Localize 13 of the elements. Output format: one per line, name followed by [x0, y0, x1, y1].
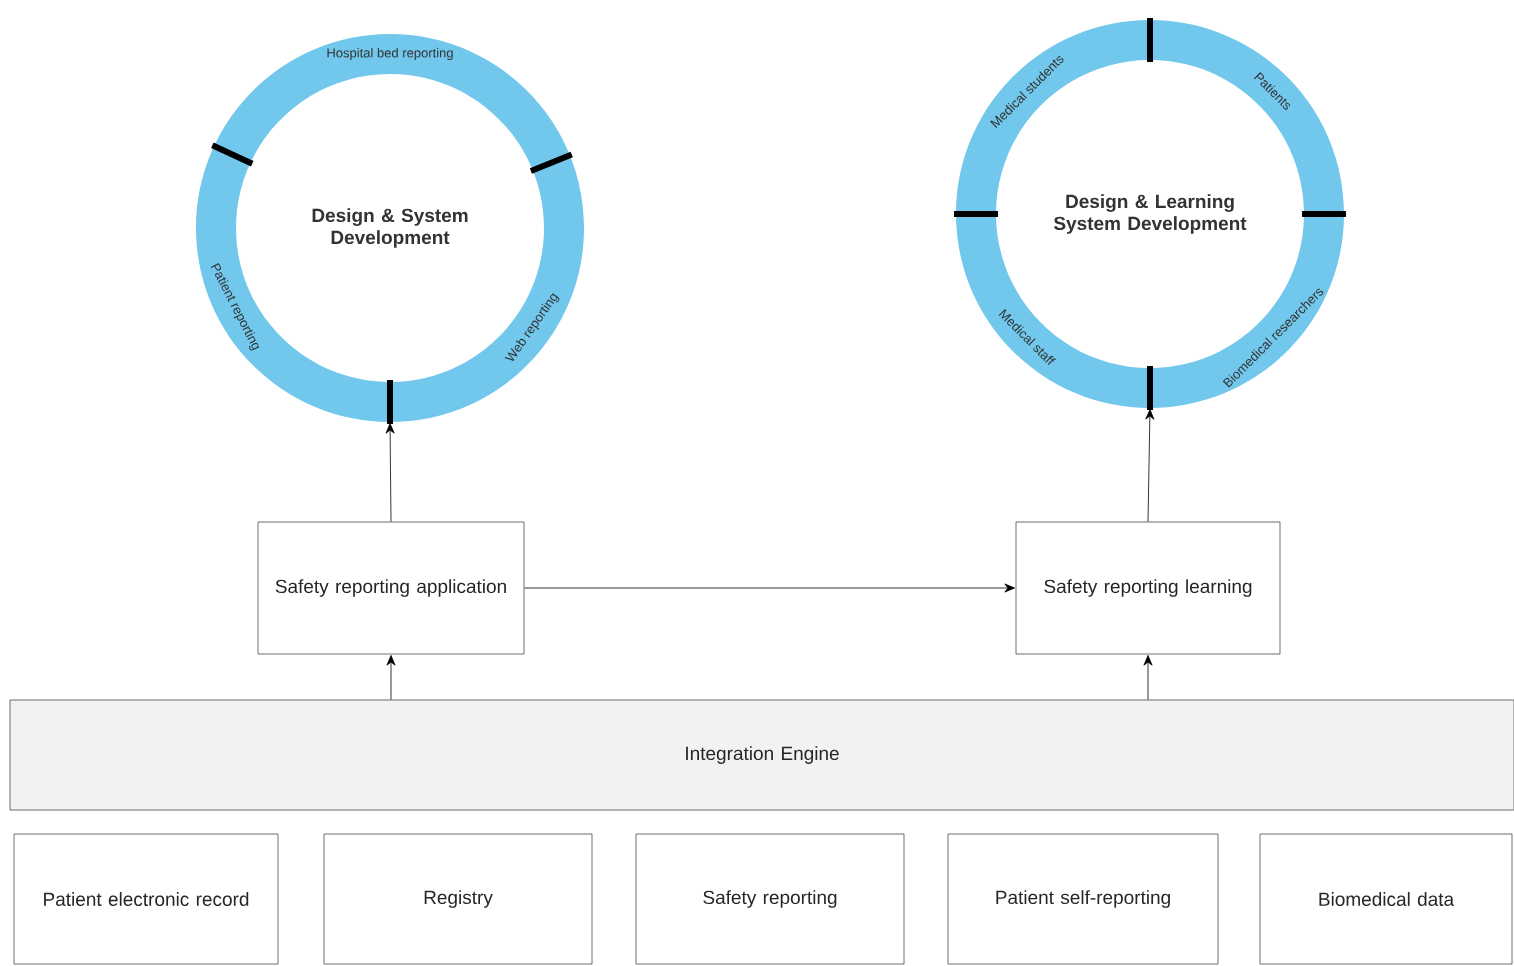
source-box: Safety reporting [635, 833, 905, 965]
app-box: Safety reporting learning [1015, 521, 1281, 655]
arrow [1145, 409, 1155, 522]
arrow [1143, 655, 1153, 700]
app-box: Safety reporting application [257, 521, 525, 655]
engine-band: Integration Engine [9, 699, 1514, 811]
arrow [386, 655, 396, 700]
source-box: Patient electronic record [13, 833, 279, 965]
arrow [524, 583, 1015, 593]
arrow [385, 423, 395, 522]
source-box: Patient self-reporting [947, 833, 1219, 965]
source-box: Biomedical data [1259, 833, 1513, 965]
source-box: Registry [323, 833, 593, 965]
